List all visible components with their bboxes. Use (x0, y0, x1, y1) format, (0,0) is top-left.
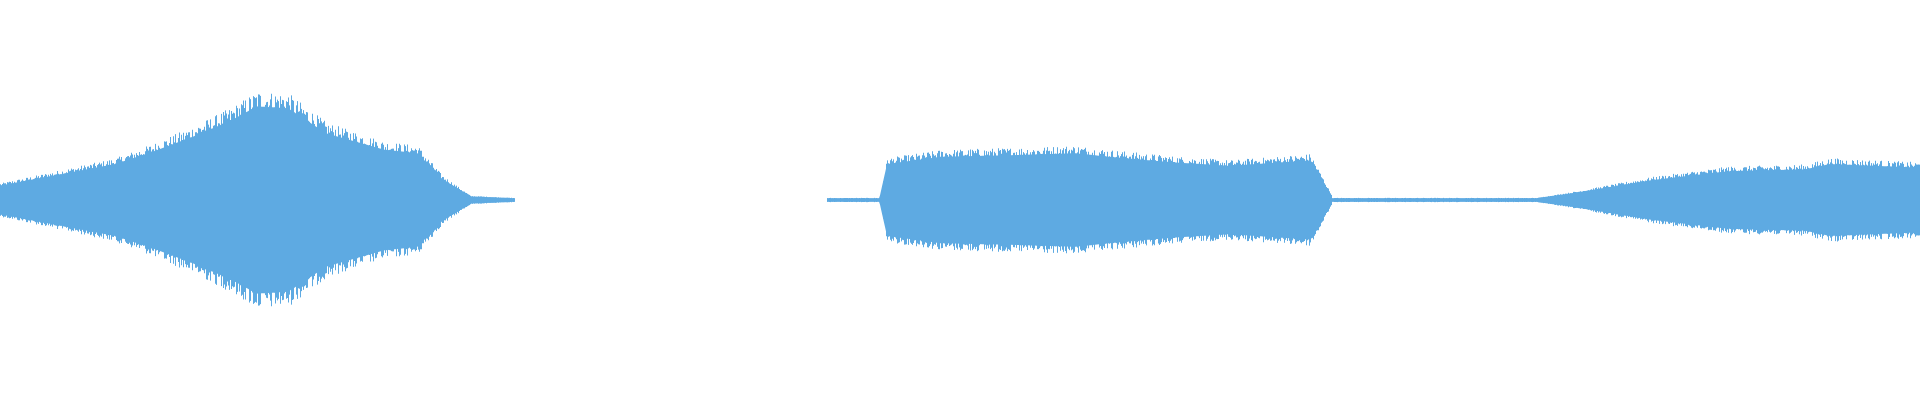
waveform-clip-2 (827, 146, 1332, 254)
waveform-clip-3 (1331, 158, 1920, 242)
waveform-clip-1 (0, 93, 515, 307)
